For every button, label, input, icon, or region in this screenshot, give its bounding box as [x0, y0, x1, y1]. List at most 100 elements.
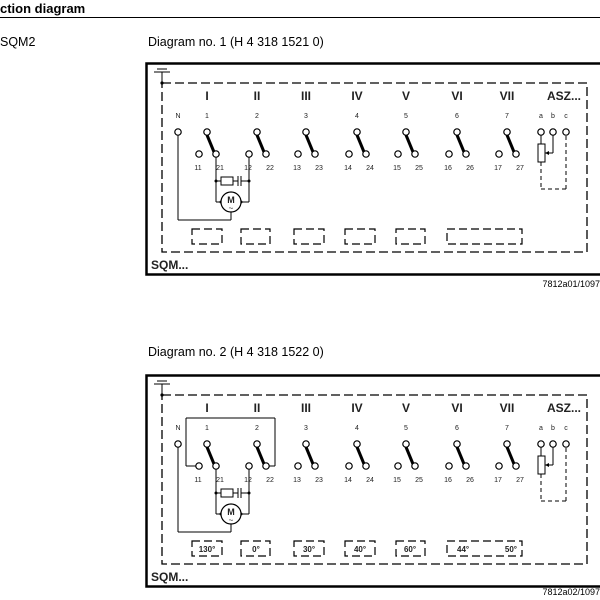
pot-terminal-label: a	[539, 425, 543, 432]
cam-setting-label: 40°	[354, 545, 366, 554]
cam-setting-box	[395, 540, 426, 557]
cam-setting-label: 44°	[457, 545, 469, 554]
terminal-common	[453, 440, 461, 448]
terminal-label: 26	[466, 165, 474, 172]
potentiometer-icon	[537, 143, 546, 163]
terminal-label: 6	[455, 113, 459, 120]
module-label: ASZ...	[547, 401, 581, 415]
terminal-common	[353, 128, 361, 136]
cam-setting-box	[191, 540, 223, 557]
motor-ac-symbol: ~	[229, 204, 234, 213]
device-enclosure	[161, 82, 588, 253]
terminal-common	[503, 440, 511, 448]
terminal-nc	[394, 150, 402, 158]
pot-terminal-label: b	[551, 425, 555, 432]
switch-contact-lever	[505, 134, 516, 153]
switch-numeral: V	[402, 89, 410, 103]
wire-node	[214, 491, 218, 495]
cam-setting-label: 0°	[252, 545, 260, 554]
motor-label: M	[227, 507, 235, 517]
switch-numeral: II	[254, 401, 261, 415]
terminal-label-n: N	[175, 113, 180, 120]
terminal-common	[203, 128, 211, 136]
terminal-label: 25	[415, 165, 423, 172]
cam-setting-label: 30°	[303, 545, 315, 554]
pot-terminal	[562, 440, 570, 448]
wiper-arrow-icon	[545, 463, 549, 467]
terminal-label: 24	[366, 165, 374, 172]
diagram-1-figure-code: 7812a01/1097	[542, 279, 600, 289]
cam-setting-box	[293, 540, 325, 557]
terminal-label: 22	[266, 477, 274, 484]
device-enclosure	[161, 394, 588, 565]
terminal-no	[212, 150, 220, 158]
switch-numeral: V	[402, 401, 410, 415]
switch-contact-lever	[304, 134, 315, 153]
cam-setting-label: 50°	[505, 545, 517, 554]
switch-numeral: I	[205, 89, 208, 103]
terminal-label: 25	[415, 477, 423, 484]
terminal-n	[174, 440, 182, 448]
terminal-no	[512, 150, 520, 158]
terminal-common	[353, 440, 361, 448]
pot-terminal	[562, 128, 570, 136]
terminal-no	[212, 462, 220, 470]
resistor-icon	[220, 176, 234, 186]
switch-contact-lever	[455, 134, 466, 153]
terminal-label: 17	[494, 165, 502, 172]
switch-numeral: VI	[451, 401, 462, 415]
switch-contact-lever	[355, 446, 366, 465]
terminal-label: 3	[304, 425, 308, 432]
switch-contact-lever	[205, 446, 216, 465]
switch-contact-lever	[505, 446, 516, 465]
motor-ac-symbol: ~	[229, 516, 234, 525]
terminal-label: 15	[393, 477, 401, 484]
terminal-label: 2	[255, 113, 259, 120]
terminal-nc	[495, 150, 503, 158]
terminal-label: 14	[344, 477, 352, 484]
terminal-nc	[245, 462, 253, 470]
cam-setting-box	[191, 228, 223, 245]
cam-setting-box	[240, 228, 271, 245]
device-label: SQM...	[151, 570, 188, 584]
cam-setting-box	[240, 540, 271, 557]
terminal-label: 6	[455, 425, 459, 432]
terminal-label: 3	[304, 113, 308, 120]
switch-numeral: III	[301, 89, 311, 103]
terminal-label: 4	[355, 425, 359, 432]
switch-contact-lever	[455, 446, 466, 465]
terminal-nc	[495, 462, 503, 470]
cam-setting-box	[395, 228, 426, 245]
terminal-label: 23	[315, 477, 323, 484]
diagram-2-figure-code: 7812a02/1097	[542, 587, 600, 597]
terminal-n	[174, 128, 182, 136]
cam-setting-label: 130°	[199, 545, 216, 554]
terminal-common	[253, 440, 261, 448]
terminal-common	[453, 128, 461, 136]
pot-terminal-label: c	[564, 113, 568, 120]
terminal-common	[402, 440, 410, 448]
resistor-icon	[220, 488, 234, 498]
terminal-label: 13	[293, 165, 301, 172]
terminal-no	[262, 462, 270, 470]
switch-contact-lever	[255, 134, 266, 153]
terminal-label: 5	[404, 113, 408, 120]
switch-contact-lever	[404, 134, 415, 153]
diagram-1-title: Diagram no. 1 (H 4 318 1521 0)	[148, 35, 324, 49]
switch-contact-lever	[205, 134, 216, 153]
outer-frame	[145, 374, 600, 588]
terminal-no	[512, 462, 520, 470]
terminal-common	[302, 128, 310, 136]
wire-node	[247, 491, 251, 495]
diagram-2-title: Diagram no. 2 (H 4 318 1522 0)	[148, 345, 324, 359]
terminal-label: 12	[244, 477, 252, 484]
section-heading: ction diagram	[0, 1, 86, 16]
switch-numeral: IV	[351, 401, 362, 415]
pot-terminal-label: b	[551, 113, 555, 120]
switch-contact-lever	[355, 134, 366, 153]
module-label: ASZ...	[547, 89, 581, 103]
switch-numeral: IV	[351, 89, 362, 103]
switch-numeral: VI	[451, 89, 462, 103]
terminal-label: 1	[205, 425, 209, 432]
